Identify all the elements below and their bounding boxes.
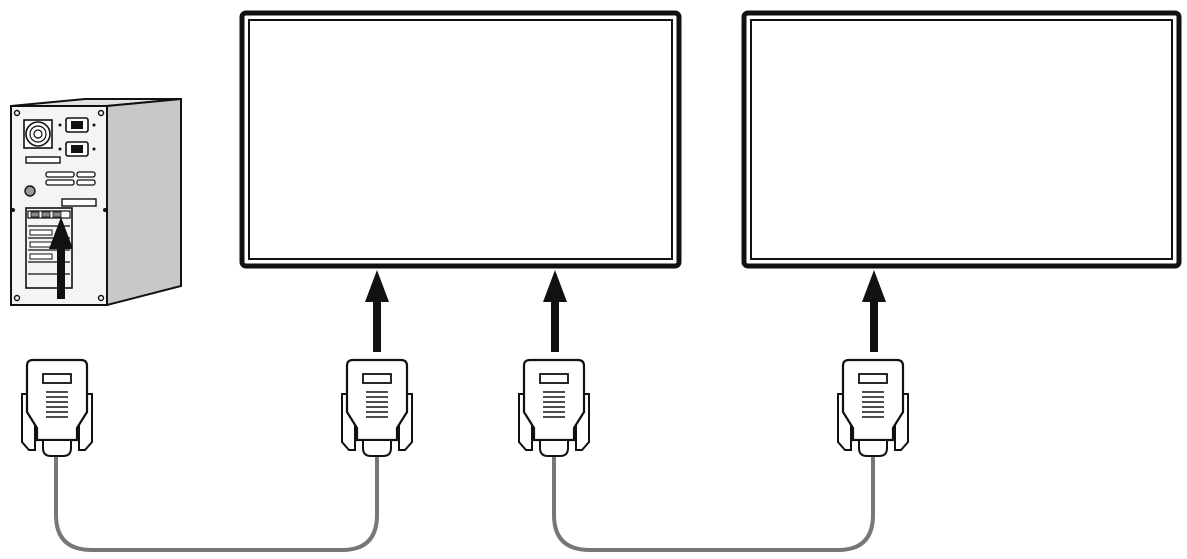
power-socket-icon xyxy=(58,117,96,133)
cable-2 xyxy=(552,455,875,552)
fan-icon xyxy=(23,119,53,149)
vga-connector-icon xyxy=(20,358,94,458)
connect-arrow-icon xyxy=(365,270,389,352)
vga-connector-icon xyxy=(517,358,591,458)
vga-connector-icon xyxy=(836,358,910,458)
monitor-icon xyxy=(741,10,1182,269)
computer-tower-icon xyxy=(10,97,182,307)
connect-arrow-icon xyxy=(543,270,567,352)
monitor-icon xyxy=(239,10,682,269)
vga-connector-icon xyxy=(340,358,414,458)
connect-arrow-icon xyxy=(862,270,886,352)
power-socket-icon xyxy=(58,141,96,157)
cable-1 xyxy=(54,455,379,552)
